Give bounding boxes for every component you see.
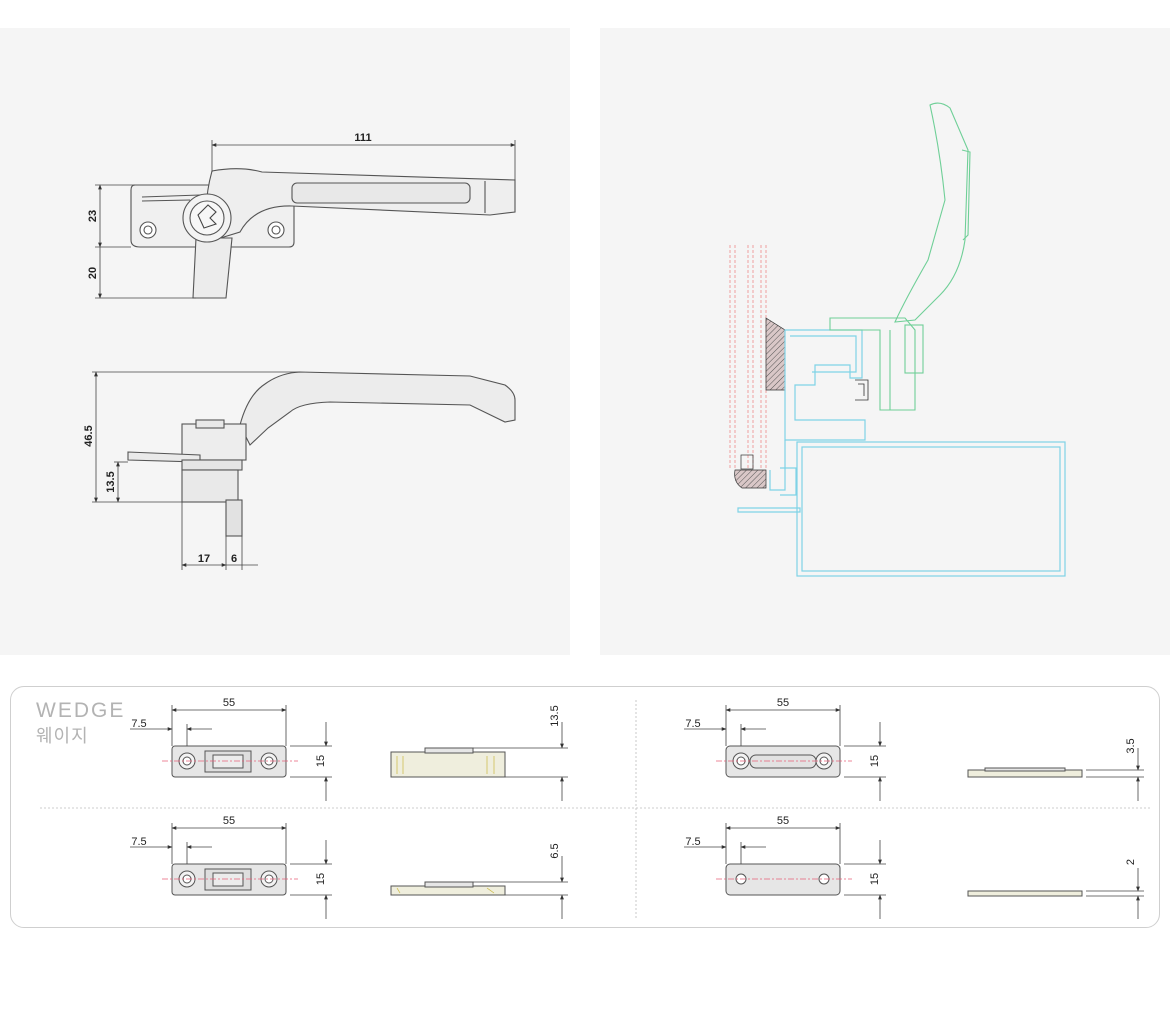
handle-top-view: [130, 168, 516, 299]
side-view-dimensions: [92, 371, 300, 570]
wedge-1-thickness: 13.5: [549, 705, 561, 726]
section-drawing-panel: [600, 28, 1170, 655]
wedge-1-width: 15: [315, 755, 327, 767]
dim-handle-length: 111: [354, 132, 371, 144]
dim-handle-height-upper: 23: [87, 210, 99, 222]
wedge-4-offset: 7.5: [685, 836, 700, 848]
wedge-1-offset: 7.5: [131, 718, 146, 730]
wedge-subtitle: 웨이지: [36, 726, 89, 746]
wedge-2-width: 15: [869, 755, 881, 767]
dim-handle-height-lower: 20: [87, 267, 99, 279]
handle-side-view: [127, 371, 516, 537]
wedge-4-length: 55: [777, 815, 789, 827]
wedge-2-length: 55: [777, 697, 789, 709]
wedge-4-width: 15: [869, 873, 881, 885]
dim-side-width-b: 6: [231, 553, 237, 565]
wedge-3-thickness: 6.5: [549, 843, 561, 858]
dim-side-height-base: 13.5: [105, 471, 117, 492]
wedge-3-offset: 7.5: [131, 836, 146, 848]
wedge-title: WEDGE: [36, 699, 126, 722]
dim-side-height-total: 46.5: [83, 425, 95, 446]
wedge-variant-3: 55 7.5 15 6.5: [130, 815, 568, 919]
wedge-2-offset: 7.5: [685, 718, 700, 730]
latch-detail: [855, 379, 869, 401]
handle-section-outline: [829, 102, 971, 411]
glass-section: [729, 245, 767, 470]
wedge-variant-1: 55 7.5 15 13.5: [130, 697, 568, 801]
wedge-3-length: 55: [223, 815, 235, 827]
top-view-dimensions: [95, 140, 516, 299]
wedge-dividers: [40, 700, 1150, 918]
wedge-variant-2: 55 7.5 15 3.5: [684, 697, 1144, 801]
window-frame-profile: [737, 329, 1066, 577]
dim-side-width-a: 17: [198, 553, 210, 565]
wedge-4-thickness: 2: [1125, 859, 1137, 865]
gasket-seals: [734, 317, 786, 489]
wedge-1-length: 55: [223, 697, 235, 709]
wedge-3-width: 15: [315, 873, 327, 885]
wedge-variant-4: 55 7.5 15 2: [684, 815, 1144, 919]
wedge-2-thickness: 3.5: [1125, 738, 1137, 753]
handle-drawing-panel: [0, 28, 570, 655]
